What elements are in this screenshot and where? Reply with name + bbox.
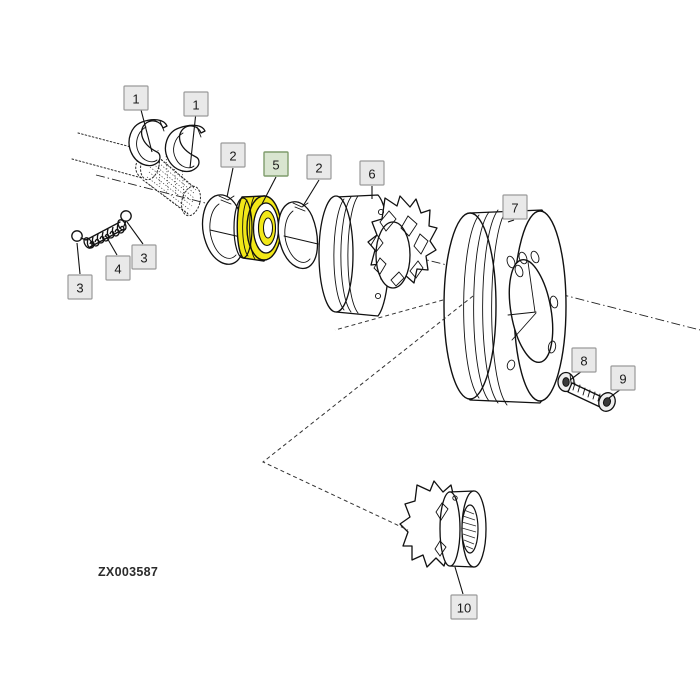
part-snap-ring-1b — [164, 124, 206, 173]
callout-3b[interactable]: 3 — [131, 244, 157, 270]
callout-3a[interactable]: 3 — [67, 274, 93, 300]
callout-2a[interactable]: 2 — [220, 142, 246, 168]
part-bolt-9 — [567, 382, 616, 412]
callout-7[interactable]: 7 — [502, 194, 528, 220]
callout-1b[interactable]: 1 — [183, 91, 209, 117]
callout-1b-label: 1 — [192, 98, 199, 113]
part-bearing-5-highlighted — [233, 195, 282, 262]
callout-6-label: 6 — [368, 167, 375, 182]
callout-3a-label: 3 — [76, 281, 83, 296]
callout-leaders — [76, 105, 622, 595]
part-snap-ring-1a — [128, 119, 168, 167]
callout-5-label: 5 — [272, 158, 279, 173]
callout-6[interactable]: 6 — [359, 160, 385, 186]
alternate-part-leader — [262, 295, 474, 531]
callout-10-label: 10 — [457, 601, 471, 616]
part-retaining-ring-2a — [201, 194, 246, 265]
callout-9[interactable]: 9 — [610, 365, 636, 391]
part-sprocket-pulley-6 — [318, 194, 438, 317]
diagram-id-label: ZX003587 — [98, 565, 158, 579]
callout-4-label: 4 — [114, 262, 121, 277]
callout-7-label: 7 — [511, 201, 518, 216]
callout-1a[interactable]: 1 — [123, 85, 149, 111]
callout-2b[interactable]: 2 — [306, 154, 332, 180]
part-retaining-ring-2b — [277, 201, 319, 270]
callout-8-label: 8 — [580, 354, 587, 369]
callout-5-highlighted[interactable]: 5 — [263, 151, 289, 177]
part-sprocket-10 — [399, 480, 487, 568]
pulley-bolt-holes — [506, 250, 559, 371]
callout-9-label: 9 — [619, 372, 626, 387]
assembly-axis — [95, 174, 700, 331]
callout-8[interactable]: 8 — [571, 347, 597, 373]
callout-2b-label: 2 — [315, 161, 322, 176]
callout-2a-label: 2 — [229, 149, 236, 164]
callout-1a-label: 1 — [132, 92, 139, 107]
callout-4[interactable]: 4 — [105, 255, 131, 281]
callout-10[interactable]: 10 — [450, 594, 478, 620]
part-pulley-7 — [443, 208, 567, 406]
callout-3b-label: 3 — [140, 251, 147, 266]
